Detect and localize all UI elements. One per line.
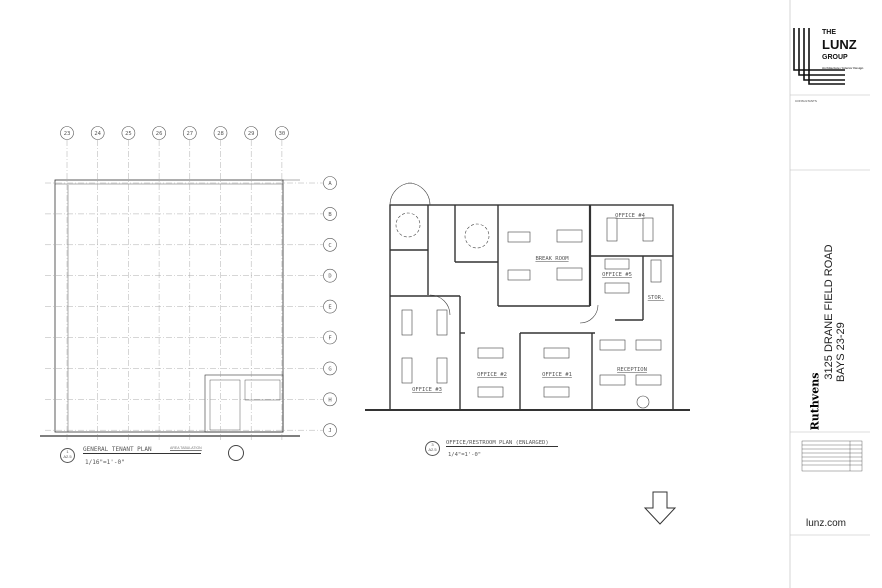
grid-label: 26 [156,131,163,137]
grid-label: 29 [248,131,255,137]
room-label: OFFICE #4 [615,213,645,219]
grid-label: B [328,212,332,218]
grid-lines [45,140,323,440]
area-tabulation: AREA TABULATION [170,446,202,450]
grid-label: 23 [64,131,71,137]
office-restroom-plan [365,204,690,411]
grid-label: J [328,428,331,434]
grid-bubble [323,423,337,438]
grid-label: E [328,305,331,311]
room-label: RECEPTION [617,367,647,373]
bays-line: BAYS 23-29 [835,322,847,382]
plan-title-1: GENERAL TENANT PLAN [83,446,201,454]
lunz-logo [793,28,845,85]
grid-bubble [323,207,337,221]
grid-bubble [323,176,337,190]
room-label: OFFICE #2 [477,372,507,378]
grid-label: G [328,366,331,372]
grid-label: 24 [94,131,101,137]
room-label: BREAK ROOM [535,256,569,262]
room-labels: BREAK ROOM OFFICE #4 OFFICE #5 STOR. OFFICE … [412,213,664,393]
grid-bubble [323,361,337,376]
grid-bubble [213,126,228,140]
grid-bubble [90,126,105,140]
room-label: OFFICE #1 [542,372,572,378]
furniture [389,182,662,409]
grid-label: F [328,336,331,342]
firm-logo-text: THE LUNZ GROUP Architecture / Interior D… [822,27,863,74]
consultants-label: CONSULTANTS [795,99,817,103]
north-arrow-icon [643,491,677,525]
grid-bubble [323,268,337,283]
title-block [789,0,870,588]
north-arrow-icon [228,445,244,461]
firm-line3: GROUP [822,54,848,61]
website: lunz.com [806,518,847,529]
grid-label: C [328,243,331,249]
firm-line2: LUNZ [822,37,857,52]
grid-row-bubbles: A B C D E F G H J [323,176,337,438]
grid-bubble [121,126,136,140]
grid-bubble [323,238,337,252]
firm-tagline: Architecture / Interior Design [822,66,864,70]
grid-label: 27 [186,131,193,137]
grid-label: A [328,181,332,187]
plan-scale-3: 1/4"=1'-0" [448,452,482,458]
project-address: 3125 DRANE FIELD ROAD BAYS 23-29 [823,237,847,387]
grid-label: 28 [217,131,224,137]
grid-bubble [323,299,337,314]
general-tenant-plan [40,179,300,437]
grid-bubble [323,392,337,407]
plan-scale-1: 1/16"=1'-0" [85,459,125,466]
address-line: 3125 DRANE FIELD ROAD [823,244,835,380]
grid-bubble [323,330,337,345]
plan-title-3: OFFICE/RESTROOM PLAN (ENLARGED) [446,440,558,447]
room-label: OFFICE #3 [412,387,442,393]
grid-label: 25 [125,131,132,137]
room-label: STOR. [648,295,665,301]
grid-label: H [328,397,331,403]
grid-bubble [152,126,166,140]
client-logo: Ruthvens [808,372,822,431]
grid-label: D [328,274,331,280]
grid-bubble [183,126,197,140]
grid-bubble [275,126,289,140]
grid-bubble [60,126,74,140]
grid-label: 30 [279,131,286,137]
room-label: OFFICE #5 [602,272,632,278]
firm-line1: THE [822,29,836,36]
grid-bubble [244,126,258,140]
grid-column-bubbles: 23 24 25 26 27 28 29 30 [60,126,289,140]
